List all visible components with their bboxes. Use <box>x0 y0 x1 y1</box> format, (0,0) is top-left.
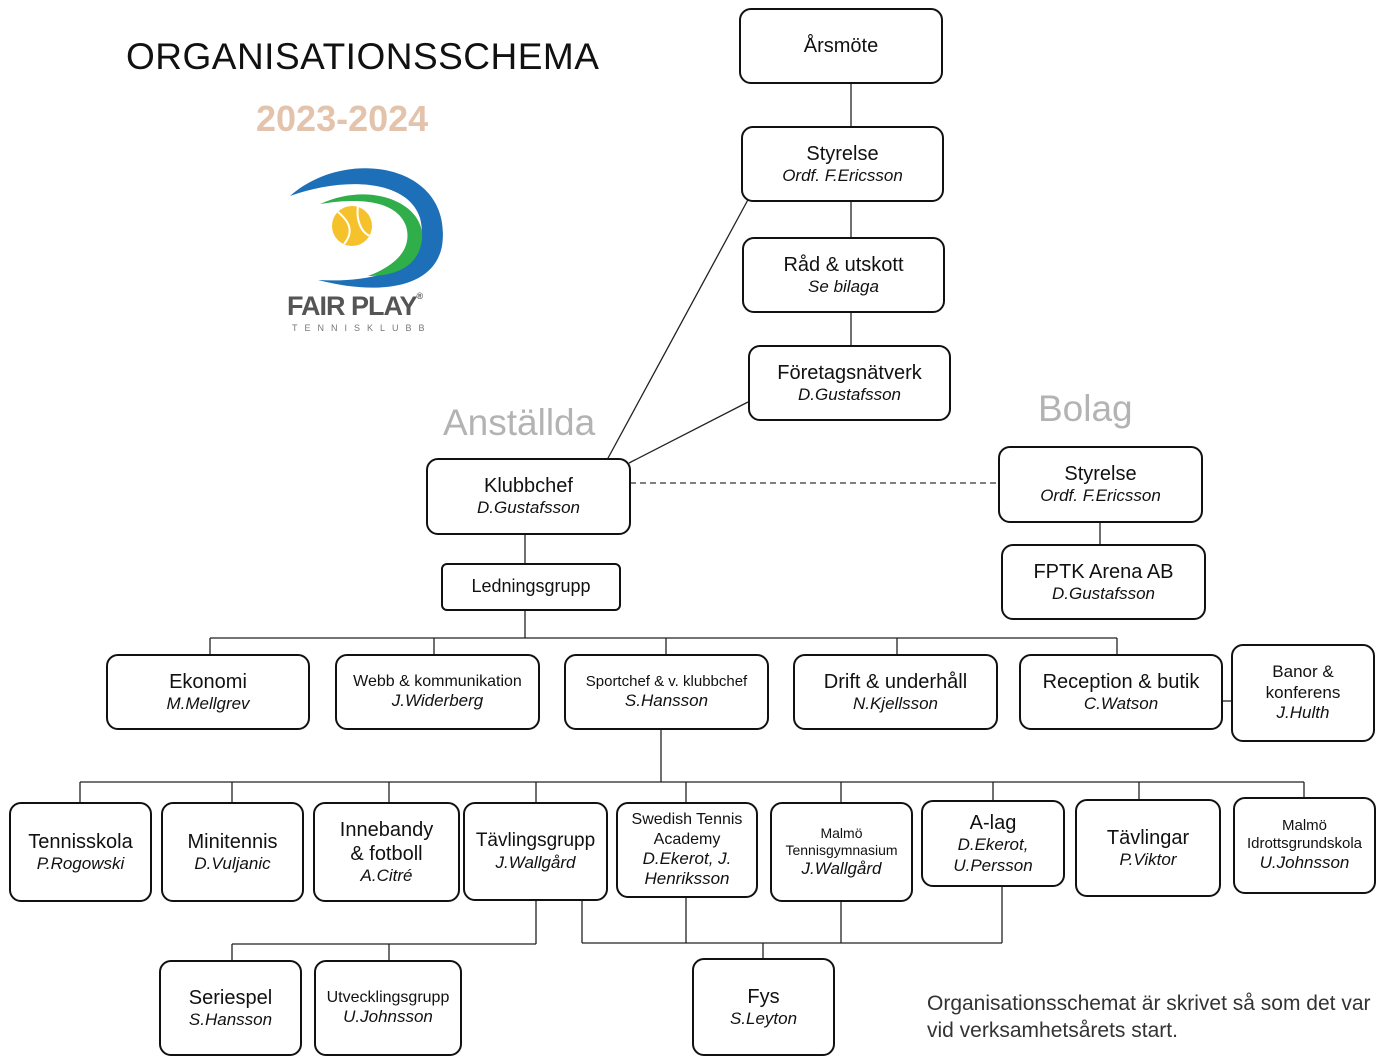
node-minitennis-name: Minitennis <box>187 830 278 853</box>
node-bolag-styrelse[interactable]: Styrelse Ordf. F.Ericsson <box>998 446 1203 523</box>
node-ekonomi[interactable]: Ekonomi M.Mellgrev <box>106 654 310 730</box>
node-tavlingar-person: P.Viktor <box>1119 849 1177 869</box>
node-arsmote[interactable]: Årsmöte <box>739 8 943 84</box>
connector-foretag-klubbchef <box>628 401 749 464</box>
node-ledning-name: Ledningsgrupp <box>471 576 591 597</box>
node-innebandy-person: A.Citré <box>360 865 413 885</box>
node-reception-butik[interactable]: Reception & butik C.Watson <box>1019 654 1223 730</box>
node-rad-utskott[interactable]: Råd & utskott Se bilaga <box>742 237 945 313</box>
page-title: ORGANISATIONSSCHEMA <box>126 36 600 77</box>
node-fys-person: S.Leyton <box>729 1008 798 1028</box>
node-drift-person: N.Kjellsson <box>852 693 939 713</box>
node-fptk-arena[interactable]: FPTK Arena AB D.Gustafsson <box>1001 544 1206 620</box>
logo-sub-text: TENNISKLUBB <box>292 323 432 333</box>
node-banor-name: Banor & konferens <box>1265 662 1341 702</box>
node-tavlingar-name: Tävlingar <box>1106 826 1190 849</box>
node-banor-person: J.Hulth <box>1276 703 1330 723</box>
node-ekonomi-person: M.Mellgrev <box>166 693 250 713</box>
node-idrott-name: Malmö Idrottsgrundskola <box>1246 817 1363 853</box>
node-bolag-styrelse-name: Styrelse <box>1064 463 1137 486</box>
footnote: Organisationsschemat är skrivet så som d… <box>927 992 1371 1043</box>
node-styrelse-person: Ordf. F.Ericsson <box>782 165 903 185</box>
node-webb-name: Webb & kommunikation <box>353 673 522 691</box>
node-tennisskola-person: P.Rogowski <box>36 853 125 873</box>
node-fptk-person: D.Gustafsson <box>1052 583 1155 603</box>
node-styrelse[interactable]: Styrelse Ordf. F.Ericsson <box>741 126 944 202</box>
node-seriespel[interactable]: Seriespel S.Hansson <box>159 960 302 1056</box>
node-innebandy-name: Innebandy & fotboll <box>339 818 434 865</box>
node-bolag-styrelse-person: Ordf. F.Ericsson <box>1040 486 1161 506</box>
node-foretag-name: Företagsnätverk <box>777 361 922 384</box>
node-webb-kommunikation[interactable]: Webb & kommunikation J.Widerberg <box>335 654 540 730</box>
node-klubbchef[interactable]: Klubbchef D.Gustafsson <box>426 458 631 535</box>
node-sta-name: Swedish Tennis Academy <box>631 811 743 848</box>
node-alag-name: A-lag <box>969 812 1017 835</box>
node-ledningsgrupp[interactable]: Ledningsgrupp <box>441 563 621 611</box>
node-arsmote-name: Årsmöte <box>803 35 879 57</box>
node-fys[interactable]: Fys S.Leyton <box>692 958 835 1056</box>
fair-play-logo <box>290 168 443 288</box>
node-minitennis-person: D.Vuljanic <box>194 853 271 873</box>
node-foretag-person: D.Gustafsson <box>798 384 901 404</box>
node-tavlingsgrupp-name: Tävlingsgrupp <box>475 829 596 851</box>
connector-styrelse-klubbchef <box>606 195 751 461</box>
node-drift-underhall[interactable]: Drift & underhåll N.Kjellsson <box>793 654 998 730</box>
node-seriespel-name: Seriespel <box>188 986 273 1009</box>
node-klubbchef-person: D.Gustafsson <box>477 498 580 518</box>
node-reception-person: C.Watson <box>1083 693 1159 713</box>
section-label-company: Bolag <box>1038 388 1133 429</box>
node-fys-name: Fys <box>747 985 780 1008</box>
node-styrelse-name: Styrelse <box>806 142 879 165</box>
node-seriespel-person: S.Hansson <box>188 1009 273 1029</box>
node-drift-name: Drift & underhåll <box>823 670 968 693</box>
node-malmo-idrottsgrundskola[interactable]: Malmö Idrottsgrundskola U.Johnsson <box>1233 797 1376 894</box>
logo-brand-text: FAIR PLAY® <box>287 291 423 321</box>
node-utveckling-person: U.Johnsson <box>343 1007 433 1027</box>
node-a-lag[interactable]: A-lag D.Ekerot, U.Persson <box>921 800 1065 887</box>
year-range: 2023-2024 <box>256 98 429 139</box>
node-fptk-name: FPTK Arena AB <box>1033 560 1174 583</box>
node-webb-person: J.Widerberg <box>391 691 484 711</box>
node-sportchef-person: S.Hansson <box>624 690 709 710</box>
node-malmo-tennisgymnasium[interactable]: Malmö Tennisgymnasium J.Wallgård <box>770 802 913 902</box>
node-utvecklingsgrupp[interactable]: Utvecklingsgrupp U.Johnsson <box>314 960 462 1056</box>
node-tennisskola[interactable]: Tennisskola P.Rogowski <box>9 802 152 902</box>
node-klubbchef-name: Klubbchef <box>484 475 573 498</box>
node-sta-person: D.Ekerot, J. Henriksson <box>642 848 732 889</box>
node-tennisskola-name: Tennisskola <box>28 830 133 853</box>
node-idrott-person: U.Johnsson <box>1259 853 1350 873</box>
node-banor-konferens[interactable]: Banor & konferens J.Hulth <box>1231 644 1375 742</box>
node-tavlingsgrupp[interactable]: Tävlingsgrupp J.Wallgård <box>463 802 608 901</box>
node-foretagsnatverk[interactable]: Företagsnätverk D.Gustafsson <box>748 345 951 421</box>
node-sportchef[interactable]: Sportchef & v. klubbchef S.Hansson <box>564 654 769 730</box>
node-rad-person: Se bilaga <box>808 276 879 296</box>
node-gymnasium-person: J.Wallgård <box>801 858 882 878</box>
node-minitennis[interactable]: Minitennis D.Vuljanic <box>161 802 304 902</box>
node-swedish-tennis-academy[interactable]: Swedish Tennis Academy D.Ekerot, J. Henr… <box>616 802 758 898</box>
node-ekonomi-name: Ekonomi <box>169 670 247 693</box>
section-label-employees: Anställda <box>443 402 596 443</box>
node-tavlingar[interactable]: Tävlingar P.Viktor <box>1075 799 1221 897</box>
node-gymnasium-name: Malmö Tennisgymnasium <box>785 825 898 858</box>
node-reception-name: Reception & butik <box>1042 670 1200 693</box>
node-tavlingsgrupp-person: J.Wallgård <box>495 852 576 872</box>
node-utveckling-name: Utvecklingsgrupp <box>326 989 450 1007</box>
node-rad-name: Råd & utskott <box>783 253 904 276</box>
node-alag-person: D.Ekerot, U.Persson <box>953 835 1033 875</box>
node-sportchef-name: Sportchef & v. klubbchef <box>585 672 748 690</box>
node-innebandy-fotboll[interactable]: Innebandy & fotboll A.Citré <box>313 802 460 902</box>
